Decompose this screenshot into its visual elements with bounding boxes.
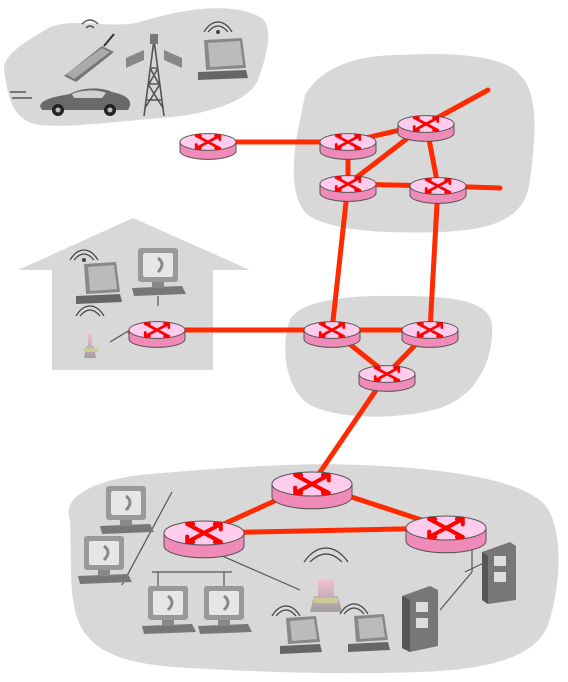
desktop-pc-icon	[132, 248, 186, 306]
router-icon	[397, 115, 455, 142]
link-r4-l2	[427, 183, 441, 333]
router-icon	[319, 133, 377, 160]
router-icon	[319, 175, 377, 202]
car-icon	[10, 88, 131, 116]
wireless-access-point-icon	[75, 305, 105, 358]
router-icon	[303, 321, 361, 348]
desktop-pc-icon	[78, 536, 132, 584]
server-icon	[482, 542, 516, 604]
router-icon	[163, 520, 245, 559]
desktop-pc-icon	[142, 586, 196, 634]
routers	[128, 115, 487, 559]
router-icon	[401, 321, 459, 348]
desktop-pc-icon	[198, 586, 252, 634]
router-icon	[179, 133, 237, 160]
cell-phone-icon	[64, 19, 115, 82]
lan-cabling	[109, 329, 491, 611]
wireless-laptop-icon	[271, 605, 322, 654]
cell-tower-icon	[126, 34, 182, 117]
wireless-access-point-icon	[303, 547, 349, 612]
isp-local-network-region	[285, 295, 493, 417]
router-icon	[271, 471, 353, 510]
router-icon	[409, 177, 467, 204]
wireless-laptop-icon	[69, 249, 122, 304]
server-icon	[402, 586, 438, 652]
desktop-pc-icon	[100, 486, 154, 534]
link-r3-l1	[329, 181, 351, 333]
router-icon	[405, 515, 487, 554]
wireless-laptop-icon	[339, 603, 390, 652]
router-icon	[358, 365, 416, 392]
wireless-laptop-icon	[198, 21, 248, 80]
link-l3-t	[309, 371, 390, 487]
router-icon	[128, 321, 186, 348]
